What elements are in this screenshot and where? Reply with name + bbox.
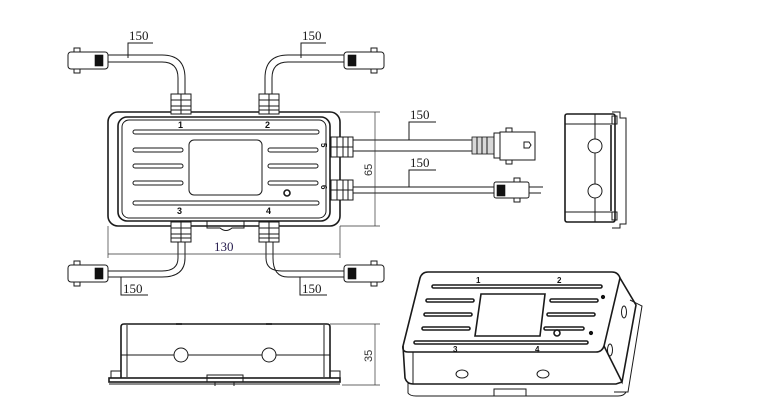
side-view [564,111,627,229]
cable-top-left [67,47,192,115]
cable-length-bottom-left: 150 [123,281,143,296]
iso-port-label-2: 2 [557,276,562,285]
iso-port-label-4: 4 [535,345,540,354]
cable-length-right-upper: 150 [410,107,430,122]
isometric-view: 1 2 3 4 [402,271,643,397]
vent-slot [132,180,184,186]
iso-port-label-1: 1 [476,276,481,285]
top-view: 1 2 3 4 5 6 [107,111,341,231]
dimension-65: 65 [363,164,375,176]
dimension-height: 65 [340,111,380,227]
vent-slot [132,147,184,153]
box-lid-inner [121,119,327,219]
vent-slot [267,180,319,186]
label-window [188,139,263,196]
cable-bottom-left [67,221,192,287]
dimension-depth: 35 [330,323,380,386]
cable-bottom-right [258,221,385,287]
vent-slot [267,163,319,169]
cable-top-right [258,47,385,115]
dimension-width: 130 [107,226,341,258]
cable-length-right-lower: 150 [410,155,430,170]
vent-slot [267,147,319,153]
port-label-5: 5 [319,143,328,148]
cable-length-top-right: 150 [302,28,322,43]
front-view [108,323,341,386]
vent-slot [132,200,320,206]
cable-right-upper [330,127,536,165]
port-label-4: 4 [266,206,271,216]
port-label-1: 1 [178,120,183,130]
vent-slot [132,129,320,135]
cable-length-annotations: 150 150 150 150 150 150 [120,28,436,296]
screw-hole [283,189,291,197]
port-label-6: 6 [319,185,328,190]
cable-length-top-left: 150 [129,28,149,43]
dimension-35: 35 [363,350,375,362]
cable-length-bottom-right: 150 [302,281,322,296]
box-outer-flange [107,111,341,227]
mount-clip [206,220,245,231]
iso-port-label-3: 3 [453,345,458,354]
port-label-3: 3 [177,206,182,216]
dimension-130: 130 [214,239,234,254]
cable-right-lower [330,177,543,203]
port-label-2: 2 [265,120,270,130]
vent-slot [132,163,184,169]
